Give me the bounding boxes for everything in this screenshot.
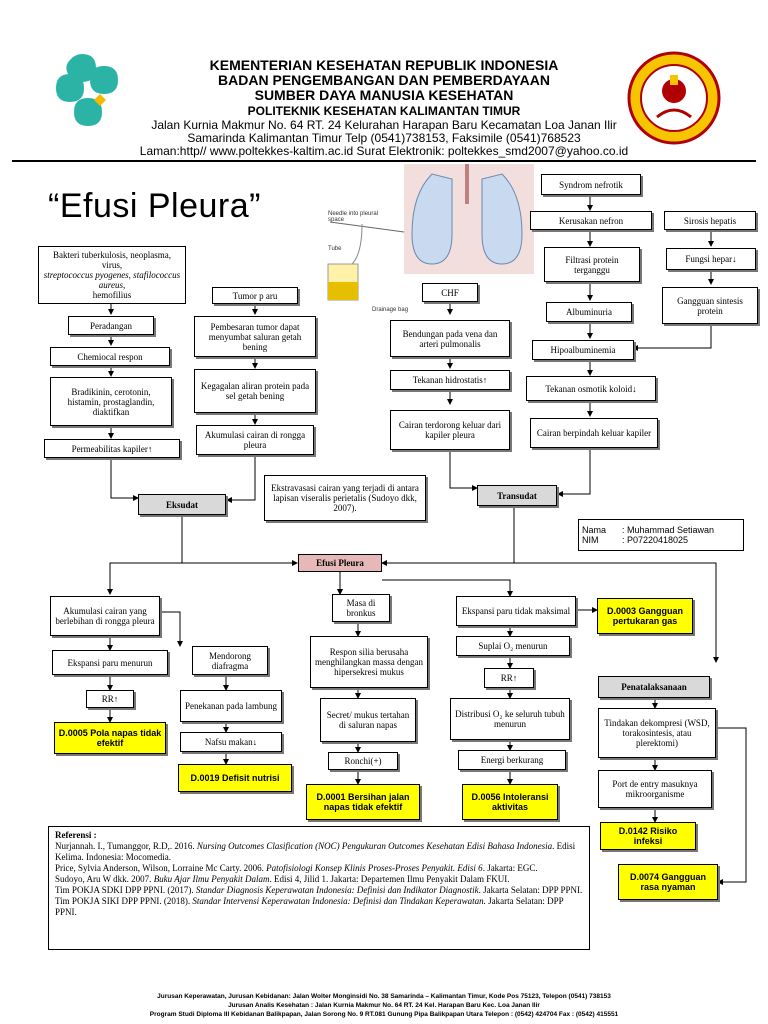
kerusakan-nefron-box: Kerusakan nefron <box>530 211 652 230</box>
akumulasi-tumor-box: Akumulasi cairan di rongga pleura <box>196 425 314 455</box>
reference-3: Sudoyo, Aru W dkk. 2007. Buku Ajar Ilmu … <box>55 874 510 884</box>
penekanan-lambung-box: Penekanan pada lambung <box>180 690 282 722</box>
identity-box: Nama : Muhammad Setiawan NIM : P0722041802… <box>578 519 744 551</box>
efusi-pleura-box: Efusi Pleura <box>298 554 382 572</box>
port-de-entry-box: Port de entry masuknya mikroorganisme <box>598 770 712 808</box>
footer-line-1: Jurusan Keperawatan, Jurusan Kebidanan: … <box>157 993 611 1000</box>
poltekkes-seal <box>627 51 721 145</box>
header-line-4: POLITEKNIK KESEHATAN KALIMANTAN TIMUR <box>247 104 521 118</box>
nafsu-makan-box: Nafsu makan↓ <box>180 732 282 752</box>
ronchi-box: Ronchi(+) <box>328 752 398 770</box>
pembesaran-box: Pembesaran tumor dapat menyumbat saluran… <box>194 316 316 357</box>
d0074-box: D.0074 Gangguan rasa nyaman <box>618 864 718 900</box>
cairan-berpindah-box: Cairan berpindah keluar kapiler <box>530 418 658 448</box>
d0056-box: D.0056 Intoleransi aktivitas <box>462 784 558 820</box>
eksudat-box: Eksudat <box>138 494 226 515</box>
bendungan-box: Bendungan pada vena dan arteri pulmonali… <box>390 320 510 357</box>
albuminuria-box: Albuminuria <box>546 302 632 322</box>
ekspansi-tidak-maksimal-box: Ekspansi paru tidak maksimal <box>456 596 576 626</box>
gangguan-sintesis-box: Gangguan sintesis protein <box>662 287 758 324</box>
d0019-box: D.0019 Defisit nutrisi <box>178 764 292 792</box>
d0003-box: D.0003 Gangguan pertukaran gas <box>597 598 693 634</box>
rr-1-box: RR↑ <box>86 690 134 708</box>
tindakan-dekompresi-box: Tindakan dekompresi (WSD, torakosintesis… <box>598 708 716 758</box>
label-tube: Tube <box>328 246 342 252</box>
nama-label: Nama <box>582 525 607 535</box>
nama-value: : Muhammad Setiawan <box>622 525 715 535</box>
tumor-box: Tumor p aru <box>212 287 298 304</box>
rr-2-box: RR↑ <box>484 668 534 688</box>
suplai-o2-box: Suplai O₂ menurun <box>456 636 570 656</box>
header-line-3: SUMBER DAYA MANUSIA KESEHATAN <box>254 87 514 103</box>
header-divider <box>12 160 756 162</box>
tekanan-hidrostatis-box: Tekanan hidrostatis↑ <box>390 370 510 390</box>
chf-box: CHF <box>422 283 478 302</box>
ekspansi-paru-menurun-box: Ekspansi paru menurun <box>52 650 168 675</box>
bakteri-text-3: hemofilius <box>92 290 132 300</box>
reference-2: Price, Sylvia Anderson, Wilson, Lorraine… <box>55 863 538 873</box>
header-address-1: Jalan Kurnia Makmur No. 64 RT. 24 Kelura… <box>151 118 617 132</box>
lung-illustration <box>322 164 534 304</box>
akumulasi-berlebihan-box: Akumulasi cairan yang berlebihan di rong… <box>50 596 160 636</box>
kemenkes-logo <box>48 46 138 136</box>
d0001-box: D.0001 Bersihan jalan napas tidak efekti… <box>306 784 420 820</box>
d0142-box: D.0142 Risiko infeksi <box>600 822 696 850</box>
peradangan-box: Peradangan <box>68 316 154 335</box>
penatalaksanaan-box: Penatalaksanaan <box>598 676 710 698</box>
secret-mukus-box: Secret/ mukus tertahan di saluran napas <box>320 698 416 742</box>
bakteri-text-1: Bakteri tuberkulosis, neoplasma, virus, <box>53 250 171 270</box>
references-box: Referensi : Nurjannah. I., Tumanggor, R.… <box>48 826 590 950</box>
transudat-box: Transudat <box>477 485 557 506</box>
reference-4: Tim POKJA SDKI DPP PPNI. (2017). Standar… <box>55 885 583 895</box>
page-title: “Efusi Pleura” <box>48 187 261 225</box>
header-address-3: Laman:http// www.poltekkes-kaltim.ac.id … <box>139 144 629 158</box>
bakteri-box: Bakteri tuberkulosis, neoplasma, virus, … <box>38 246 186 304</box>
tekanan-osmotik-box: Tekanan osmotik koloid↓ <box>526 376 656 401</box>
label-needle: Needle into pleural space <box>328 211 379 223</box>
footer-line-3: Program Studi Diploma III Kebidanan Bali… <box>149 1011 619 1018</box>
hipoalbuminemia-box: Hipoalbuminemia <box>532 340 634 360</box>
header-line-1: KEMENTERIAN KESEHATAN REPUBLIK INDONESIA <box>209 57 559 73</box>
bakteri-text-2: streptococcus pyogenes, stafilococcus au… <box>43 270 181 290</box>
chemical-respon-box: Chemiocal respon <box>50 347 170 366</box>
header-address-2: Samarinda Kalimantan Timur Telp (0541)73… <box>187 131 581 145</box>
cairan-terdorong-box: Cairan terdorong keluar dari kapiler ple… <box>390 410 510 450</box>
references-heading: Referensi : <box>55 830 97 840</box>
label-drainage: Drainage bag <box>372 307 409 313</box>
fungsi-hepar-box: Fungsi hepar↓ <box>666 248 756 270</box>
distribusi-o2-box: Distribusi O₂ ke seluruh tubuh menurun <box>450 698 570 740</box>
nim-label: NIM <box>582 535 599 545</box>
d0005-box: D.0005 Pola napas tidak efektif <box>54 722 166 754</box>
filtrasi-box: Filtrasi protein terganggu <box>544 247 640 282</box>
masa-bronkus-box: Masa di bronkus <box>332 594 390 622</box>
footer-line-2: Jurusan Analis Kesehatan : Jalan Kurnia … <box>228 1002 540 1009</box>
ekstravasasi-box: Ekstravasasi cairan yang terjadi di anta… <box>264 475 426 521</box>
nim-value: : P07220418025 <box>622 535 689 545</box>
energi-berkurang-box: Energi berkurang <box>458 750 566 770</box>
respon-silia-box: Respon silia berusaha menghilangkan mass… <box>310 636 428 688</box>
reference-1: Nurjannah. I., Tumanggor, R.D,. 2016. Nu… <box>55 841 576 862</box>
permeabilitas-box: Permeabilitas kapiler↑ <box>44 439 180 458</box>
header-line-2: BADAN PENGEMBANGAN DAN PEMBERDAYAAN <box>218 72 550 88</box>
mendorong-diafragma-box: Mendorong diafragma <box>192 646 268 675</box>
syndrom-nefrotik-box: Syndrom nefrotik <box>541 174 641 195</box>
kegagalan-box: Kegagalan aliran protein pada sel getah … <box>194 369 316 413</box>
reference-5: Tim POKJA SIKI DPP PPNI. (2018). Standar… <box>55 896 564 917</box>
bradikinin-box: Bradikinin, cerotonin, histamin, prostag… <box>50 377 172 426</box>
sirosis-hepatis-box: Sirosis hepatis <box>664 211 756 230</box>
